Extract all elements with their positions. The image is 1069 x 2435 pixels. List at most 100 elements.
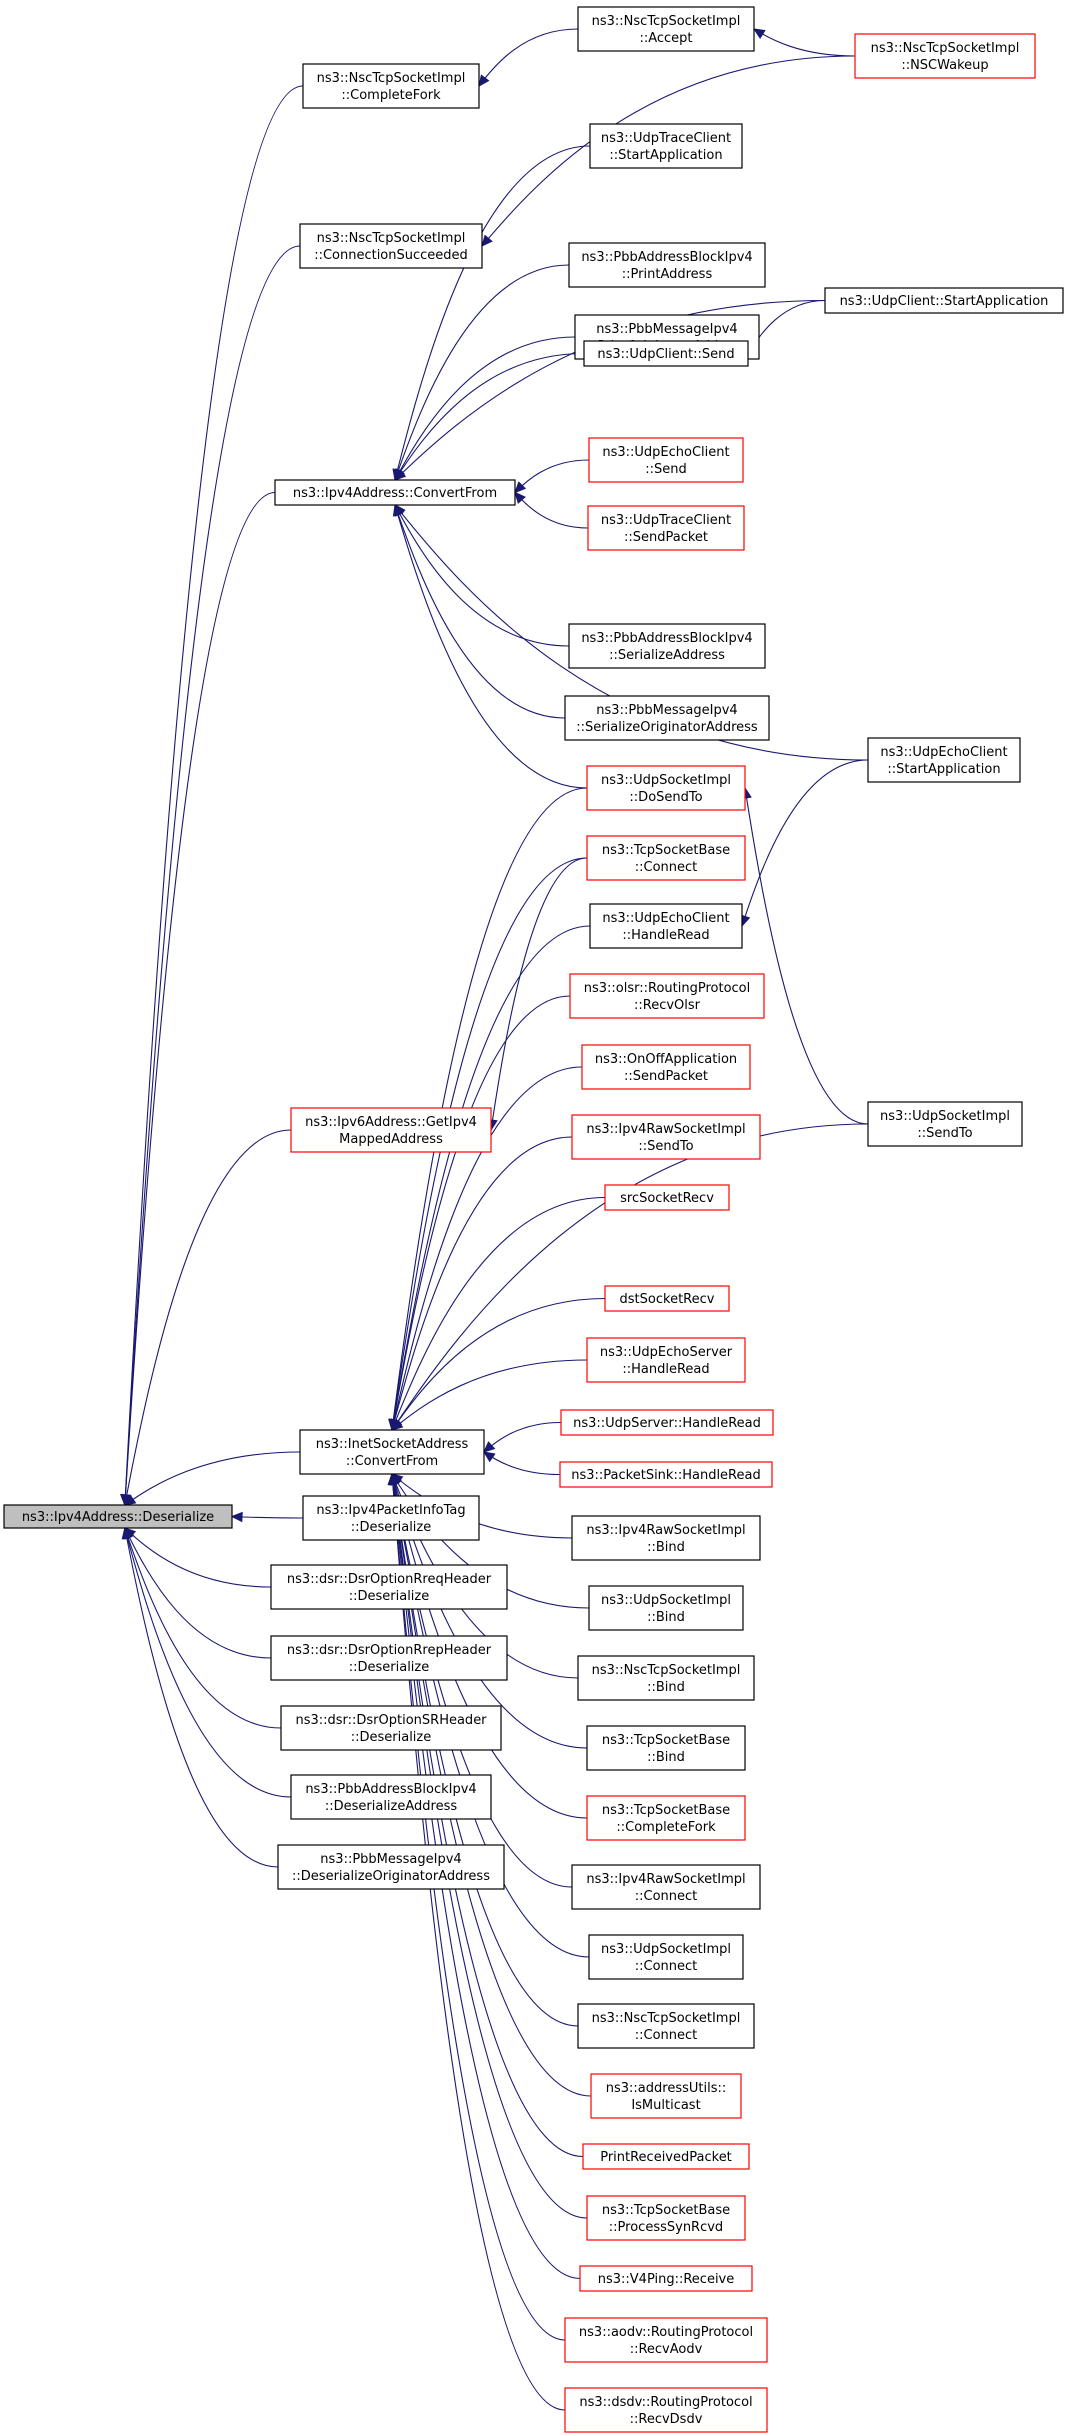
node-label: MappedAddress — [339, 1132, 443, 1147]
arrowhead — [387, 1472, 399, 1485]
node-ipv4-convertfrom[interactable]: ns3::Ipv4Address::ConvertFrom — [274, 479, 516, 506]
node-label: ns3::UdpClient::Send — [597, 347, 734, 362]
node-box — [589, 123, 743, 169]
node-nsc-completefork[interactable]: ns3::NscTcpSocketImpl::CompleteFork — [302, 63, 480, 109]
node-box — [586, 765, 746, 811]
node-nsc-bind[interactable]: ns3::NscTcpSocketImpl::Bind — [577, 1655, 755, 1701]
node-tcpbase-bind[interactable]: ns3::TcpSocketBase::Bind — [586, 1725, 746, 1771]
node-ipv4raw-sendto[interactable]: ns3::Ipv4RawSocketImpl::SendTo — [571, 1114, 761, 1160]
node-dsr-sr[interactable]: ns3::dsr::DsrOptionSRHeader::Deserialize — [280, 1705, 502, 1751]
node-label: ::Bind — [647, 1540, 685, 1555]
node-label: ns3::dsr::DsrOptionSRHeader — [295, 1713, 487, 1728]
node-dsr-rrep[interactable]: ns3::dsr::DsrOptionRrepHeader::Deseriali… — [270, 1635, 508, 1681]
edge-udpsock_dosendto-to-inet_convertfrom — [391, 787, 588, 1431]
node-label: dstSocketRecv — [620, 1292, 715, 1307]
node-udptrace-sendpacket[interactable]: ns3::UdpTraceClient::SendPacket — [587, 505, 745, 551]
node-label: ::Deserialize — [349, 1589, 430, 1604]
node-addrutils-ismulticast[interactable]: ns3::addressUtils::IsMulticast — [590, 2073, 742, 2119]
node-label: ::DoSendTo — [629, 790, 702, 805]
node-ipv4raw-bind[interactable]: ns3::Ipv4RawSocketImpl::Bind — [571, 1515, 761, 1561]
node-nsc-connsucceeded[interactable]: ns3::NscTcpSocketImpl::ConnectionSucceed… — [299, 223, 483, 269]
edge-udpecho_handleread-to-inet_convertfrom — [391, 925, 591, 1431]
node-udpclient-send[interactable]: ns3::UdpClient::Send — [583, 340, 749, 367]
node-dsdv-recv[interactable]: ns3::dsdv::RoutingProtocol::RecvDsdv — [564, 2387, 768, 2433]
node-tcpbase-processsynrcvd[interactable]: ns3::TcpSocketBase::ProcessSynRcvd — [586, 2195, 746, 2241]
edge-dsr_sr-to-deserialize — [124, 1527, 282, 1729]
node-udpecho-start[interactable]: ns3::UdpEchoClient::StartApplication — [867, 737, 1021, 783]
node-label: srcSocketRecv — [620, 1191, 714, 1206]
node-label: ::PrintAddress — [622, 267, 713, 282]
node-tcpbase-connect[interactable]: ns3::TcpSocketBase::Connect — [586, 835, 746, 881]
node-box — [564, 695, 770, 741]
node-label: ns3::NscTcpSocketImpl — [871, 41, 1020, 56]
node-aodv-recv[interactable]: ns3::aodv::RoutingProtocol::RecvAodv — [564, 2317, 768, 2363]
node-pbbaddr-serialize[interactable]: ns3::PbbAddressBlockIpv4::SerializeAddre… — [568, 623, 766, 669]
node-udpsock-dosendto[interactable]: ns3::UdpSocketImpl::DoSendTo — [586, 765, 746, 811]
node-udpechoserver-handleread[interactable]: ns3::UdpEchoServer::HandleRead — [586, 1337, 746, 1383]
node-nsc-accept[interactable]: ns3::NscTcpSocketImpl::Accept — [577, 6, 755, 52]
node-v4ping-receive[interactable]: ns3::V4Ping::Receive — [579, 2265, 753, 2292]
node-pbbmsg-deser[interactable]: ns3::PbbMessageIpv4::DeserializeOriginat… — [277, 1844, 505, 1890]
node-deserialize[interactable]: ns3::Ipv4Address::Deserialize — [3, 1504, 233, 1529]
node-label: ::Connect — [635, 1889, 698, 1904]
arrowhead — [230, 1511, 243, 1523]
node-label: ns3::InetSocketAddress — [316, 1437, 469, 1452]
node-udpecho-send[interactable]: ns3::UdpEchoClient::Send — [588, 437, 744, 483]
edge-udptrace_sendpacket-to-ipv4_convertfrom — [514, 492, 589, 529]
node-udpsock-bind[interactable]: ns3::UdpSocketImpl::Bind — [588, 1585, 744, 1631]
node-udpclient-start[interactable]: ns3::UdpClient::StartApplication — [824, 287, 1064, 314]
node-box — [583, 340, 749, 367]
node-box — [586, 2195, 746, 2241]
node-box — [588, 1585, 744, 1631]
node-udpecho-handleread[interactable]: ns3::UdpEchoClient::HandleRead — [589, 903, 743, 949]
node-udptrace-start[interactable]: ns3::UdpTraceClient::StartApplication — [589, 123, 743, 169]
node-packetsink-handleread[interactable]: ns3::PacketSink::HandleRead — [559, 1461, 773, 1488]
node-pbbaddr-deser[interactable]: ns3::PbbAddressBlockIpv4::DeserializeAdd… — [290, 1774, 492, 1820]
node-dsr-rreq[interactable]: ns3::dsr::DsrOptionRreqHeader::Deseriali… — [270, 1564, 508, 1610]
node-box — [280, 1705, 502, 1751]
node-label: ns3::Ipv4RawSocketImpl — [586, 1122, 745, 1137]
node-olsr-recv[interactable]: ns3::olsr::RoutingProtocol::RecvOlsr — [569, 973, 765, 1019]
node-box — [604, 1285, 730, 1312]
node-box — [586, 1337, 746, 1383]
edge-udpsock_sendto-to-inet_convertfrom — [391, 1123, 869, 1431]
node-label: ::Bind — [647, 1750, 685, 1765]
edge-udptrace_start-to-ipv4_convertfrom — [394, 145, 591, 481]
edge-ipv4raw_sendto-to-inet_convertfrom — [391, 1136, 573, 1431]
edge-pbbaddr_print-to-ipv4_convertfrom — [394, 264, 570, 481]
node-label: ns3::TcpSocketBase — [602, 2203, 730, 2218]
node-label: ns3::NscTcpSocketImpl — [317, 71, 466, 86]
edge-pbbmsg_serialize-to-ipv4_convertfrom — [394, 504, 566, 719]
arrowhead — [121, 1526, 133, 1540]
node-inet-convertfrom[interactable]: ns3::InetSocketAddress::ConvertFrom — [299, 1429, 485, 1475]
node-label: ::Bind — [647, 1610, 685, 1625]
node-label: ::RecvOlsr — [634, 998, 701, 1013]
node-ipv4pkt-deser[interactable]: ns3::Ipv4PacketInfoTag::Deserialize — [302, 1495, 480, 1541]
edge-udpecho_start-to-udpecho_handleread — [741, 759, 869, 927]
node-udpserver-handleread[interactable]: ns3::UdpServer::HandleRead — [560, 1409, 774, 1436]
node-label: ns3::NscTcpSocketImpl — [317, 231, 466, 246]
node-pbbaddr-print[interactable]: ns3::PbbAddressBlockIpv4::PrintAddress — [568, 242, 766, 288]
node-label: ns3::Ipv4PacketInfoTag — [316, 1503, 465, 1518]
node-udpsock-sendto[interactable]: ns3::UdpSocketImpl::SendTo — [867, 1101, 1023, 1147]
node-udpsock-connect[interactable]: ns3::UdpSocketImpl::Connect — [588, 1934, 744, 1980]
node-box — [302, 1495, 480, 1541]
node-onoff-send[interactable]: ns3::OnOffApplication::SendPacket — [581, 1044, 751, 1090]
node-box — [867, 1101, 1023, 1147]
node-nsc-nscwakeup[interactable]: ns3::NscTcpSocketImpl::NSCWakeup — [854, 33, 1036, 79]
node-box — [559, 1461, 773, 1488]
edge-udpclient_start-to-ipv4_convertfrom — [394, 299, 826, 481]
node-box — [564, 2387, 768, 2433]
node-nsc-connect[interactable]: ns3::NscTcpSocketImpl::Connect — [577, 2003, 755, 2049]
node-pbbmsg-serialize[interactable]: ns3::PbbMessageIpv4::SerializeOriginator… — [564, 695, 770, 741]
node-label: ns3::UdpClient::StartApplication — [840, 294, 1049, 309]
node-tcpbase-completefork[interactable]: ns3::TcpSocketBase::CompleteFork — [586, 1795, 746, 1841]
node-dstsocketrecv[interactable]: dstSocketRecv — [604, 1285, 730, 1312]
node-label: ::StartApplication — [887, 762, 1000, 777]
node-srcsocketrecv[interactable]: srcSocketRecv — [604, 1184, 730, 1211]
node-box — [568, 623, 766, 669]
node-ipv4raw-connect[interactable]: ns3::Ipv4RawSocketImpl::Connect — [571, 1864, 761, 1910]
node-printreceivedpacket[interactable]: PrintReceivedPacket — [582, 2143, 750, 2170]
node-box — [587, 505, 745, 551]
